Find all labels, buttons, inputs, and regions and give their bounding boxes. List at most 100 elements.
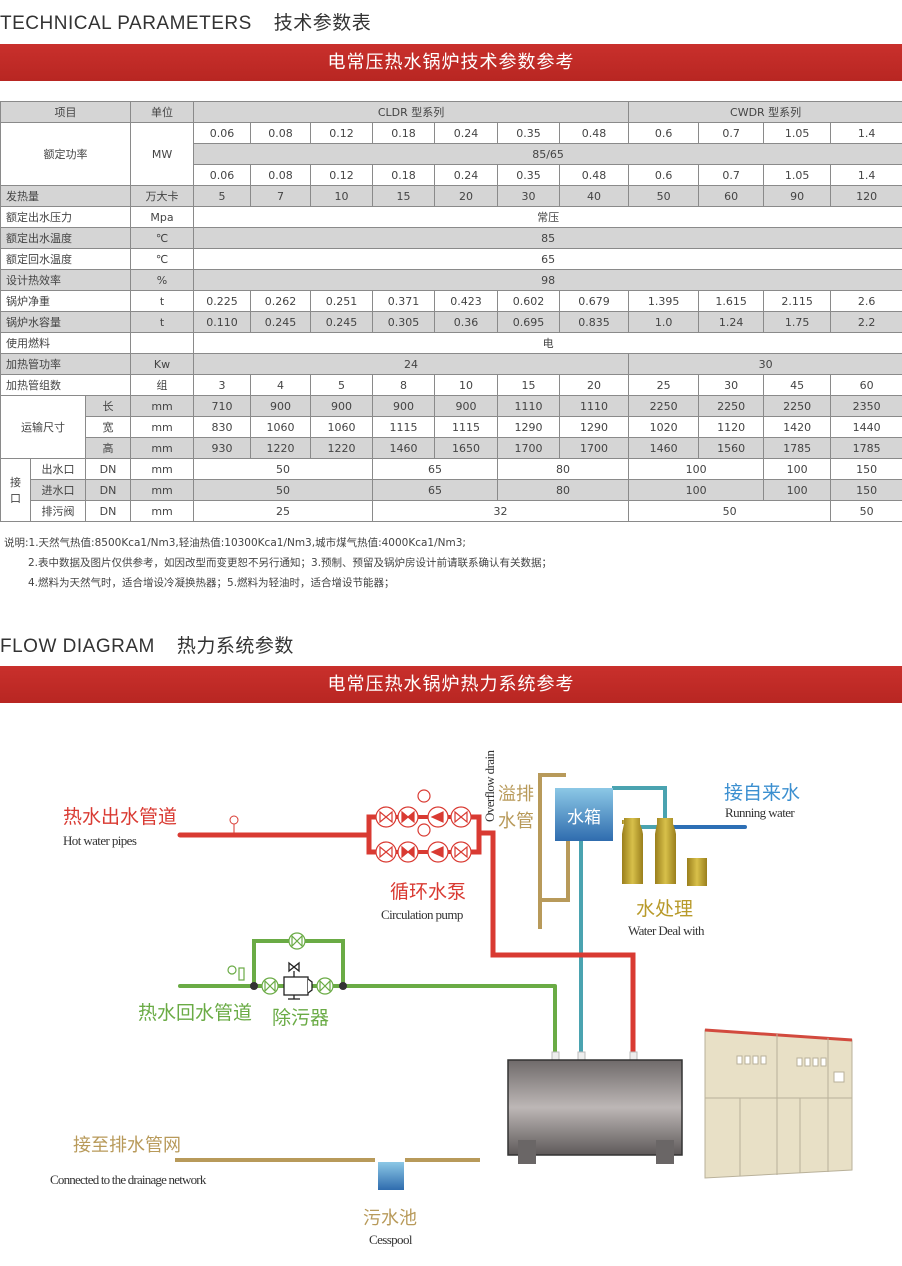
table-cell: 2350 — [830, 395, 902, 417]
cesspool-label-en: Cesspool — [369, 1232, 413, 1247]
table-cell: 15 — [372, 185, 436, 207]
table-cell: 1220 — [250, 437, 312, 459]
water-treatment-icon — [622, 818, 707, 886]
row-unit: Mpa — [130, 206, 195, 228]
row-unit: ℃ — [130, 227, 195, 249]
row-label: 运输尺寸 — [0, 395, 86, 459]
gauge-icon — [229, 815, 239, 833]
row-unit: mm — [130, 416, 195, 438]
junction-dot — [250, 982, 258, 990]
running-water-label-en: Running water — [725, 805, 795, 820]
table-cell: 0.48 — [559, 122, 630, 144]
table-cell: 98 — [193, 269, 902, 291]
table-cell: 120 — [830, 185, 902, 207]
table-cell: 830 — [193, 416, 252, 438]
notes: 说明:1.天然气热值:8500Kca1/Nm3,轻油热值:10300Kca1/N… — [4, 533, 552, 593]
table-cell: 1.05 — [763, 122, 832, 144]
table-cell: 1440 — [830, 416, 902, 438]
table-cell: 1460 — [628, 437, 700, 459]
table-cell: 2.6 — [830, 290, 902, 312]
table-cell: 900 — [434, 395, 499, 417]
note-line: 2.表中数据及图片仅供参考，如因改型而变更恕不另行通知；3.预制、预留及锅炉房设… — [28, 557, 553, 569]
table-cell: 1785 — [830, 437, 902, 459]
note-line: 说明:1.天然气热值:8500Kca1/Nm3,轻油热值:10300Kca1/N… — [4, 537, 466, 549]
table-cell: 1115 — [434, 416, 499, 438]
section-title-en: FLOW DIAGRAM — [0, 636, 155, 657]
treatment-label-en: Water Deal with — [628, 923, 705, 938]
table-cell: 0.679 — [559, 290, 630, 312]
cesspool-label: 污水池 — [363, 1208, 417, 1229]
table-cell: 100 — [628, 479, 765, 501]
row-sublabel: 高 — [84, 437, 132, 459]
section-title-en: TECHNICAL PARAMETERS — [0, 13, 252, 34]
table-cell: 900 — [310, 395, 374, 417]
row-label: 额定出水温度 — [0, 227, 132, 249]
table-cell: 30 — [497, 185, 561, 207]
row-type: DN — [84, 479, 132, 501]
row-unit: mm — [130, 500, 195, 522]
note-line: 4.燃料为天然气时，适合增设冷凝换热器；5.燃料为轻油时，适合增设节能器； — [28, 577, 395, 589]
table-cell: 0.695 — [497, 311, 561, 333]
table-cell: 1420 — [763, 416, 832, 438]
table-cell: 150 — [830, 479, 902, 501]
table-cell: 25 — [193, 500, 374, 522]
row-label: 加热管组数 — [0, 374, 132, 396]
table-cell: 900 — [372, 395, 436, 417]
table-cell: 1.75 — [763, 311, 832, 333]
table-cell: 1.615 — [698, 290, 765, 312]
row-label: 额定功率 — [0, 122, 132, 186]
table-cell: 0.305 — [372, 311, 436, 333]
table-row: 85/65 — [1, 143, 902, 165]
table-cell: 1060 — [310, 416, 374, 438]
table-cell: 900 — [250, 395, 312, 417]
table-cell: 85/65 — [193, 143, 902, 165]
table-cell: 1650 — [434, 437, 499, 459]
row-unit: MW — [130, 122, 195, 186]
water-tank — [555, 788, 613, 841]
running-water-label: 接自来水 — [724, 782, 800, 804]
table-cell: 1220 — [310, 437, 374, 459]
row-unit: mm — [130, 458, 195, 480]
row-type: DN — [84, 500, 132, 522]
row-label: 锅炉水容量 — [0, 311, 132, 333]
table-cell: 1785 — [763, 437, 832, 459]
row-unit: mm — [130, 395, 195, 417]
table-cell: 2250 — [763, 395, 832, 417]
tank-label: 水箱 — [567, 808, 601, 828]
pump-valve-group — [375, 789, 472, 863]
overflow-pipe — [538, 773, 570, 929]
table-cell: 60 — [830, 374, 902, 396]
row-label: 额定回水温度 — [0, 248, 132, 270]
row-sublabel: 排污阀 — [30, 500, 86, 522]
overflow-label-2: 水管 — [498, 811, 534, 832]
table-cell: 710 — [193, 395, 252, 417]
table-cell: 0.7 — [698, 122, 765, 144]
filter-label: 除污器 — [272, 1007, 329, 1029]
header-series-cwdr: CWDR 型系列 — [628, 101, 902, 123]
return-pipe-label: 热水回水管道 — [138, 1002, 252, 1024]
control-cabinet-icon — [704, 1028, 853, 1179]
table-cell: 24 — [193, 353, 630, 375]
cesspool-icon — [378, 1162, 404, 1190]
row-label: 设计热效率 — [0, 269, 132, 291]
overflow-label-en: Overflow drain — [482, 750, 497, 822]
drain-label: 接至排水管网 — [73, 1135, 181, 1156]
table-cell: 50 — [628, 500, 832, 522]
table-cell: 0.110 — [193, 311, 252, 333]
table-cell: 32 — [372, 500, 630, 522]
table-cell: 0.245 — [250, 311, 312, 333]
table-cell: 0.35 — [497, 122, 561, 144]
table-cell: 0.245 — [310, 311, 374, 333]
boiler-icon — [507, 1051, 683, 1164]
